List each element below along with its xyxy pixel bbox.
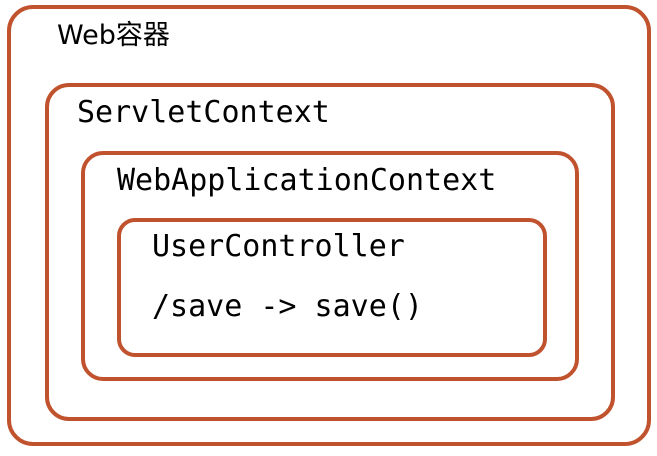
box-web-container — [7, 5, 651, 446]
label-controller-mapping: /save -> save() — [152, 289, 423, 324]
label-web-application-context: WebApplicationContext — [117, 163, 497, 198]
box-servlet-context — [45, 83, 615, 421]
label-web-container: Web容器 — [57, 20, 170, 51]
box-web-application-context — [81, 151, 579, 381]
label-user-controller: UserController — [152, 229, 405, 264]
box-user-controller — [117, 218, 547, 357]
label-servlet-context: ServletContext — [77, 95, 330, 130]
